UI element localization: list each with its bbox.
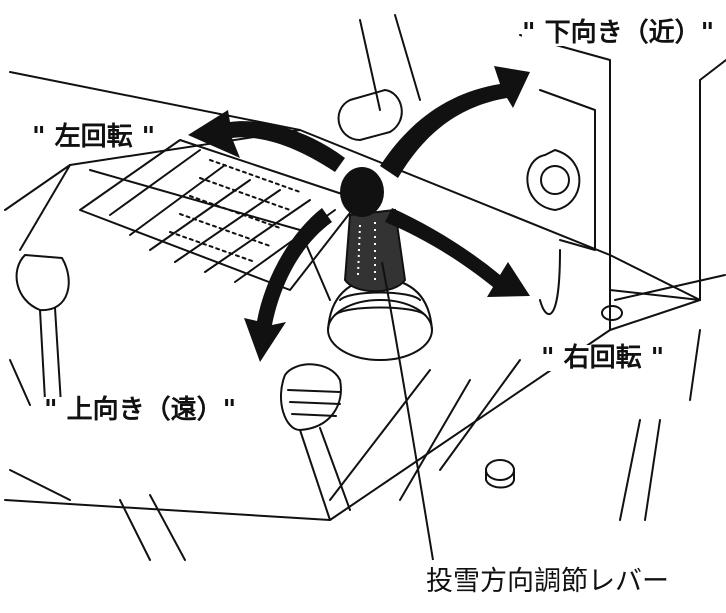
lever-grip bbox=[343, 208, 407, 293]
floor-lines bbox=[9, 329, 701, 561]
pivot-dot bbox=[340, 167, 384, 217]
small-knob bbox=[485, 305, 623, 489]
label-rotate-left: " 左回転 " bbox=[32, 122, 156, 152]
label-down-near: " 下向き（近）" bbox=[522, 18, 715, 48]
arrow-rotate-left bbox=[188, 110, 345, 172]
arrow-up-far bbox=[244, 208, 332, 362]
engine-housing bbox=[519, 34, 726, 316]
caption-snow-direction-lever: 投雪方向調節レバー bbox=[426, 566, 669, 597]
front-lever bbox=[280, 363, 351, 521]
label-rotate-right: " 右回転 " bbox=[541, 343, 665, 373]
upper-handle bbox=[337, 14, 581, 211]
arrow-rotate-right bbox=[385, 208, 530, 297]
arrow-down-near bbox=[380, 66, 530, 178]
label-up-far: " 上向き（遠）" bbox=[44, 395, 237, 425]
leader-line bbox=[381, 261, 434, 561]
